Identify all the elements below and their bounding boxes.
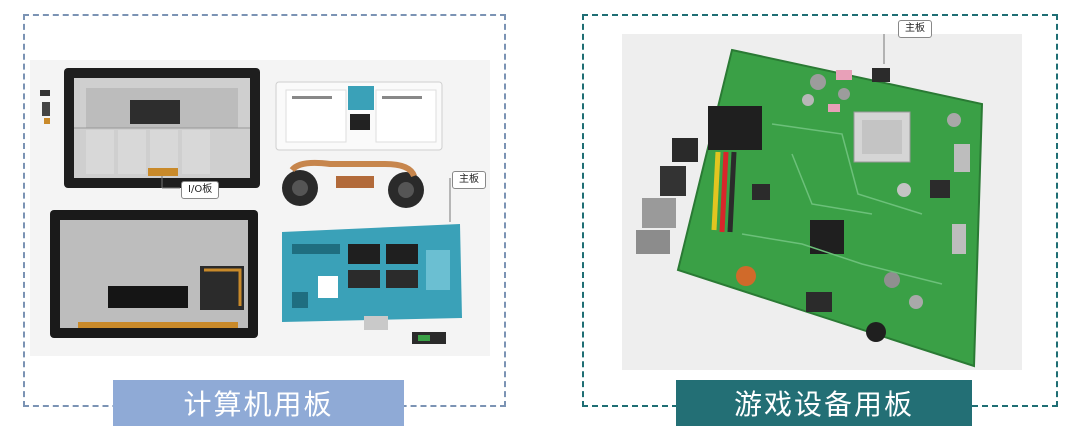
laptop-teardown-photo — [30, 60, 490, 356]
io-board-callout: I/O板 — [181, 181, 220, 199]
mainboard-callout-left: 主板 — [452, 171, 486, 189]
game-console-board-photo — [622, 34, 1022, 370]
computer-board-caption: 计算机用板 — [113, 380, 404, 426]
mainboard-callout-right: 主板 — [898, 20, 932, 38]
game-device-board-caption: 游戏设备用板 — [676, 380, 972, 426]
